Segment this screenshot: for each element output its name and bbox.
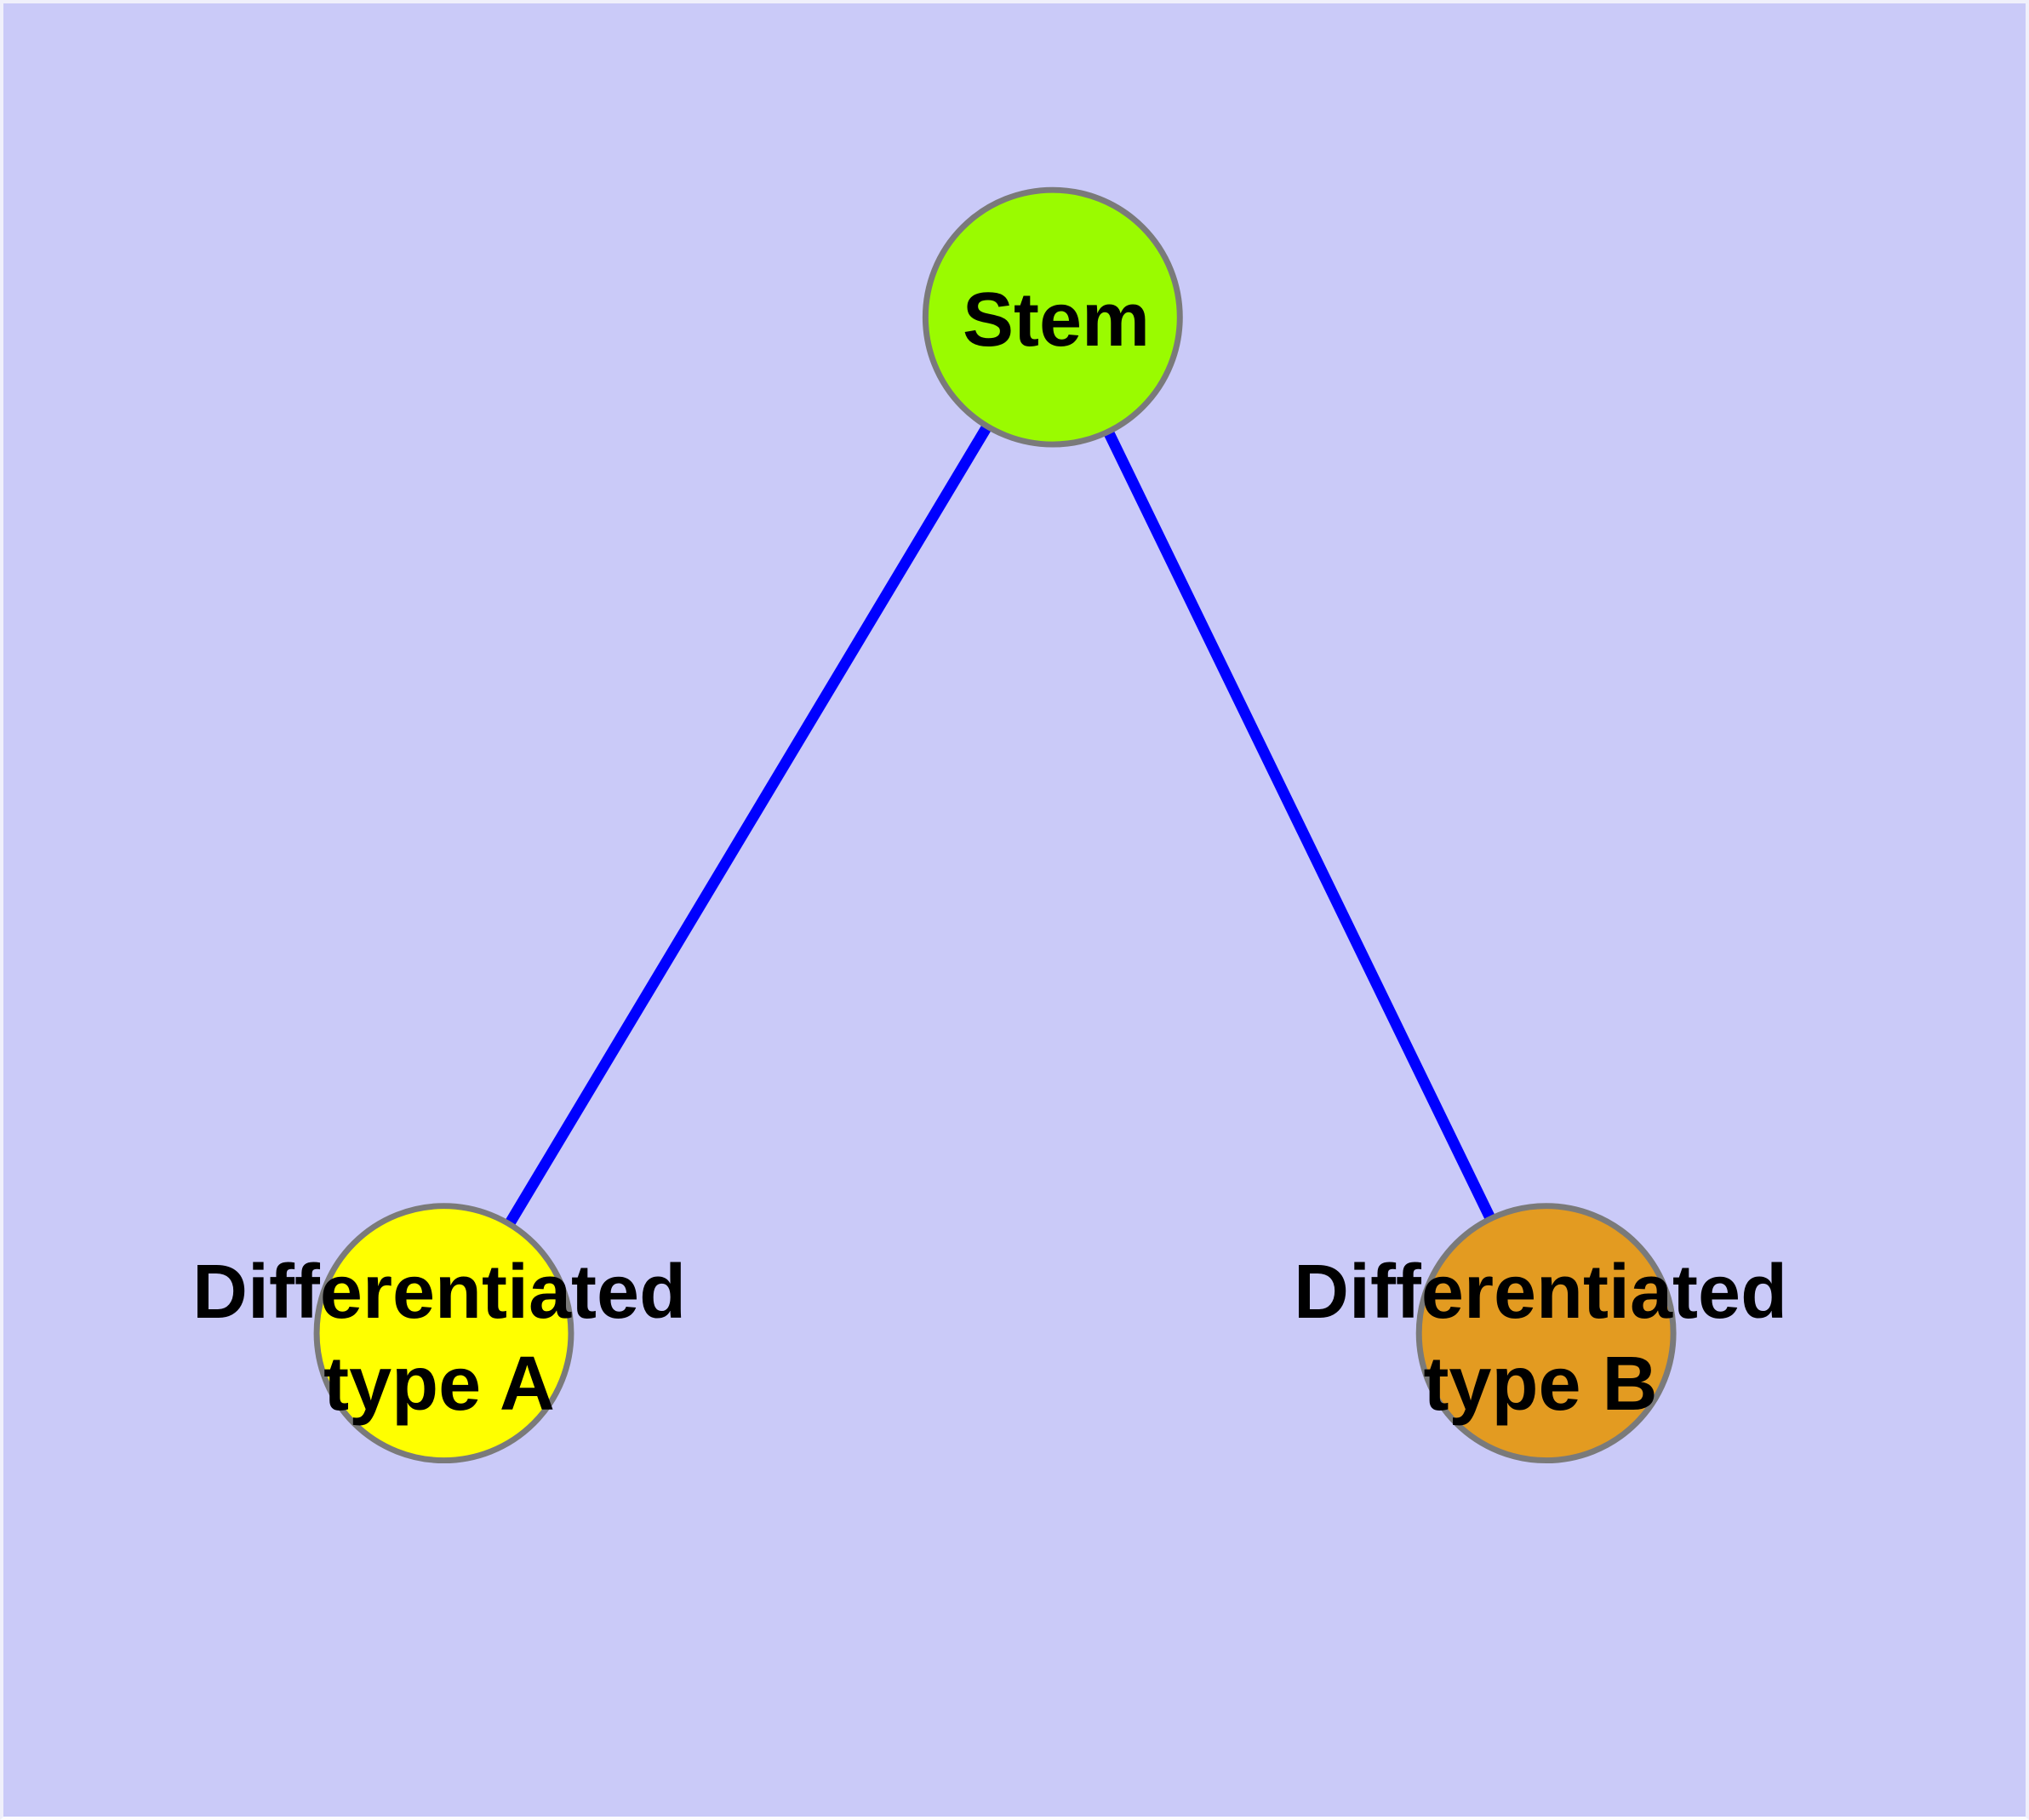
edge-stem-to-type-b: [1048, 314, 1552, 1336]
edge-stem-to-type-a: [438, 314, 1058, 1336]
node-type-b-circle: [1415, 1203, 1677, 1464]
node-stem-circle: [922, 186, 1183, 448]
graph-svg: [313, 186, 1677, 1464]
node-type-a-circle: [313, 1203, 574, 1464]
